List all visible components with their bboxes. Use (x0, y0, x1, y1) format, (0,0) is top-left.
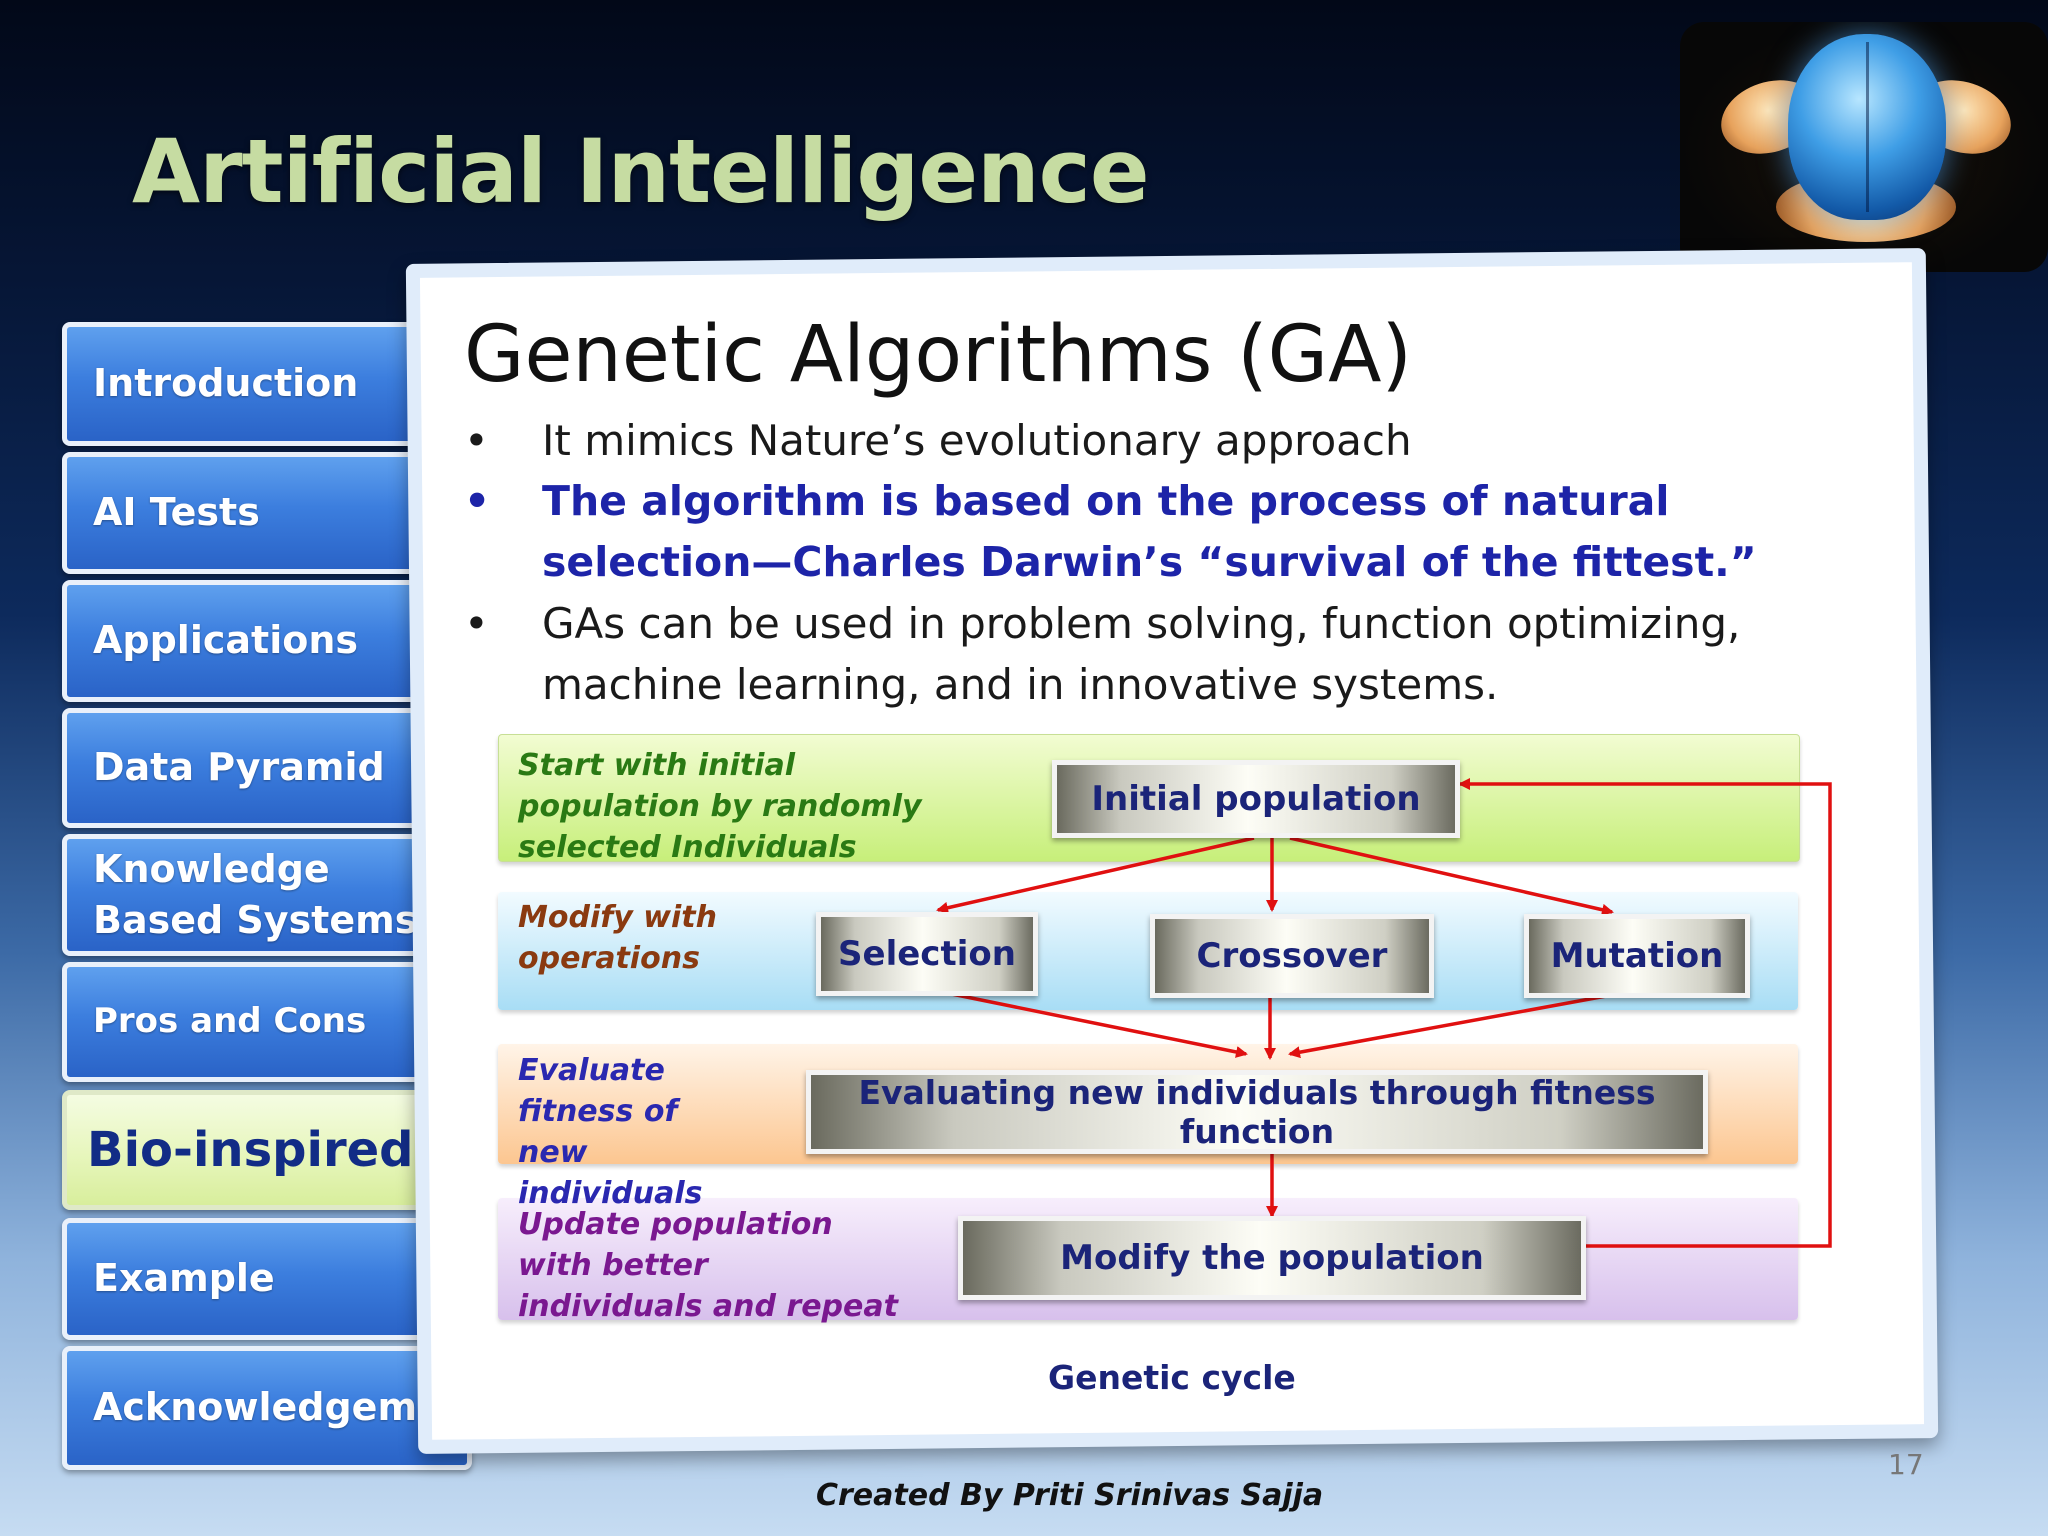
nav-item-pros-and-cons[interactable]: Pros and Cons (62, 962, 446, 1082)
bullet-item-highlight: • The algorithm is based on the process … (464, 471, 1884, 593)
footer-credit: Created By Priti Srinivas Sajja (816, 1478, 1324, 1513)
nav-item-knowledge-based-systems[interactable]: Knowledge Based Systems (62, 834, 442, 956)
stage-label-update: Update population with better individual… (518, 1207, 898, 1324)
nav-item-data-pyramid[interactable]: Data Pyramid (62, 708, 437, 828)
stage-label-evaluate: Evaluate fitness of new individuals (518, 1053, 703, 1211)
nav-item-bio-inspired[interactable]: Bio-inspired (62, 1090, 454, 1210)
crossover-box: Crossover (1150, 914, 1434, 998)
stage-label-operations: Modify with operations (518, 900, 717, 976)
nav-item-example[interactable]: Example (62, 1218, 448, 1340)
mutation-box: Mutation (1524, 914, 1750, 998)
content-heading: Genetic Algorithms (GA) (464, 310, 1412, 400)
bullet-item: • GAs can be used in problem solving, fu… (464, 593, 1884, 715)
brain-in-hands-image (1680, 22, 2048, 272)
stage-label-initialize: Start with initial population by randoml… (518, 748, 922, 865)
bullet-dot: • (464, 599, 489, 648)
nav-item-ai-tests[interactable]: AI Tests (62, 452, 447, 574)
nav-item-introduction[interactable]: Introduction (62, 322, 440, 446)
bullet-dot: • (464, 477, 491, 525)
nav-item-applications[interactable]: Applications (62, 580, 452, 702)
page-number: 17 (1888, 1448, 1924, 1481)
bullet-item: • It mimics Nature’s evolutionary approa… (464, 410, 1884, 471)
bullet-list: • It mimics Nature’s evolutionary approa… (464, 410, 1884, 715)
bullet-dot: • (464, 416, 489, 465)
selection-box: Selection (816, 912, 1038, 996)
nav-item-acknowledgement[interactable]: Acknowledgement (62, 1346, 488, 1470)
evaluation-box: Evaluating new individuals through fitne… (806, 1070, 1708, 1154)
modify-population-box: Modify the population (958, 1216, 1586, 1300)
slide-title: Artificial Intelligence (132, 120, 1149, 223)
initial-population-box: Initial population (1052, 760, 1460, 838)
diagram-caption: Genetic cycle (1048, 1358, 1296, 1397)
